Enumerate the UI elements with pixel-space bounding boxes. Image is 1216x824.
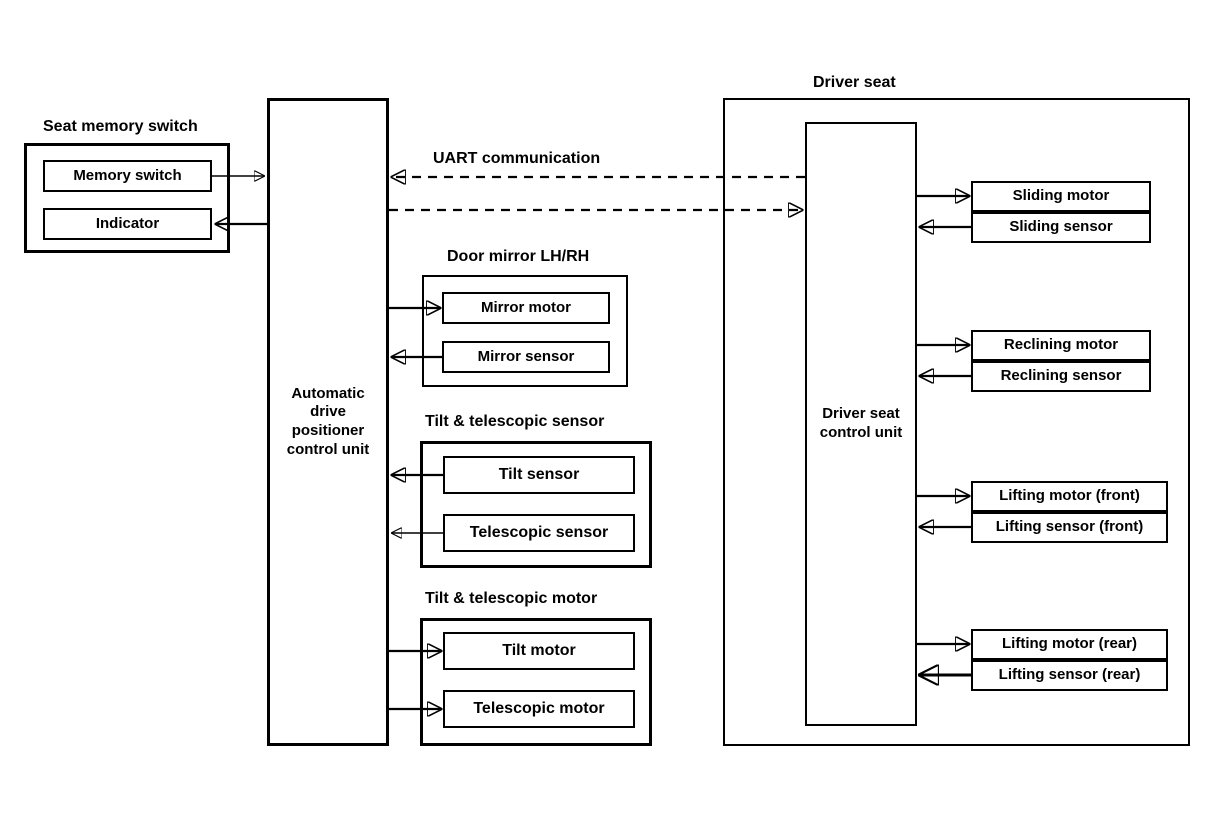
block-lifting-sensor-front[interactable]: Lifting sensor (front) (971, 512, 1168, 543)
block-memory-switch[interactable]: Memory switch (43, 160, 212, 192)
block-telescopic-sensor[interactable]: Telescopic sensor (443, 514, 635, 552)
block-tilt-motor[interactable]: Tilt motor (443, 632, 635, 670)
block-lifting-motor-front[interactable]: Lifting motor (front) (971, 481, 1168, 512)
block-reclining-sensor[interactable]: Reclining sensor (971, 361, 1151, 392)
block-mirror-motor[interactable]: Mirror motor (442, 292, 610, 324)
block-reclining-motor[interactable]: Reclining motor (971, 330, 1151, 361)
block-tilt-sensor[interactable]: Tilt sensor (443, 456, 635, 494)
block-mirror-sensor[interactable]: Mirror sensor (442, 341, 610, 373)
block-sliding-motor[interactable]: Sliding motor (971, 181, 1151, 212)
block-telescopic-motor[interactable]: Telescopic motor (443, 690, 635, 728)
caption-door-mirror: Door mirror LH/RH (447, 248, 590, 265)
block-lifting-motor-rear[interactable]: Lifting motor (rear) (971, 629, 1168, 660)
caption-seat-memory-switch: Seat memory switch (43, 118, 198, 135)
block-driver-seat-control-unit[interactable]: Driver seat control unit (805, 122, 917, 726)
caption-tilt-telescopic-sensor: Tilt & telescopic sensor (425, 413, 605, 430)
block-indicator[interactable]: Indicator (43, 208, 212, 240)
caption-driver-seat: Driver seat (813, 74, 896, 91)
block-sliding-sensor[interactable]: Sliding sensor (971, 212, 1151, 243)
block-lifting-sensor-rear[interactable]: Lifting sensor (rear) (971, 660, 1168, 691)
caption-tilt-telescopic-motor: Tilt & telescopic motor (425, 590, 598, 607)
label-uart-communication: UART communication (433, 150, 601, 167)
block-automatic-drive-positioner-control-unit[interactable]: Automatic drive positioner control unit (267, 98, 389, 746)
